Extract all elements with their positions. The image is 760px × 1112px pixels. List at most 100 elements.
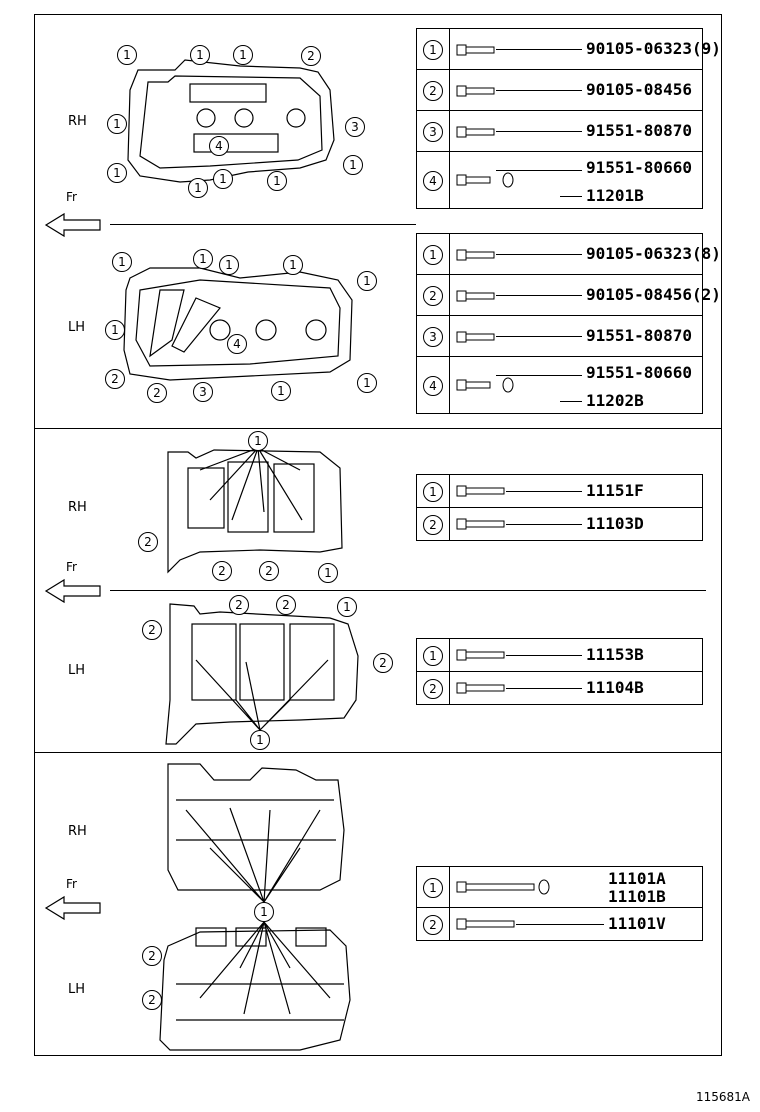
legend-number: 3	[423, 326, 443, 347]
bolt-icon	[456, 126, 495, 138]
part-number: 11101A	[608, 869, 666, 888]
part-number: 91551-80660	[586, 158, 692, 177]
callout-marker: 2	[212, 561, 232, 581]
callout-marker: 2	[373, 653, 393, 673]
callout-marker: 1	[190, 45, 210, 65]
part-number: 11202B	[586, 391, 644, 410]
bolt-icon	[456, 249, 495, 261]
part-number: 91551-80870	[586, 121, 692, 140]
rh-label: RH	[68, 500, 87, 515]
callout-marker: 1	[188, 178, 208, 198]
callout-marker: 1	[112, 252, 132, 272]
bolt-washer-icon	[456, 172, 514, 188]
callout-marker: 4	[227, 334, 247, 354]
callout-marker: 1	[107, 114, 127, 134]
callout-marker: 2	[147, 383, 167, 403]
section-divider	[34, 428, 722, 429]
bolt-icon	[456, 485, 505, 497]
bolt-icon	[456, 290, 495, 302]
callout-marker: 3	[193, 382, 213, 402]
bolt-icon	[456, 518, 505, 530]
part-number: 90105-06323(8)	[586, 244, 721, 263]
legend-number: 2	[423, 678, 443, 699]
callout-marker: 2	[142, 620, 162, 640]
part-number: 91551-80870	[586, 326, 692, 345]
front-label: Fr	[66, 190, 77, 204]
part-number: 11201B	[586, 186, 644, 205]
callout-marker: 2	[105, 369, 125, 389]
front-label: Fr	[66, 560, 77, 574]
legend-number: 3	[423, 121, 443, 142]
separator-line	[110, 224, 416, 225]
legend-number: 2	[423, 914, 443, 935]
legend-table-rh-cover: 1 90105-06323(9) 2 90105-08456 3 91551-8…	[416, 28, 721, 209]
callout-marker: 2	[229, 595, 249, 615]
callout-marker: 1	[219, 255, 239, 275]
part-number: 11103D	[586, 514, 644, 533]
part-number: 90105-08456	[586, 80, 692, 99]
callout-marker: 4	[209, 136, 229, 156]
legend-number: 2	[423, 80, 443, 101]
part-number: 90105-08456(2)	[586, 285, 721, 304]
front-arrow-icon	[44, 895, 101, 921]
front-label: Fr	[66, 877, 77, 891]
part-number: 11151F	[586, 481, 644, 500]
bolt-icon	[456, 649, 505, 661]
callout-marker: 2	[138, 532, 158, 552]
lh-label: LH	[68, 663, 86, 678]
legend-number: 1	[423, 645, 443, 666]
callout-marker: 2	[142, 946, 162, 966]
lh-label: LH	[68, 320, 86, 335]
callout-marker: 2	[276, 595, 296, 615]
legend-number: 1	[423, 877, 443, 898]
callout-marker: 1	[105, 320, 125, 340]
part-number: 91551-80660	[586, 363, 692, 382]
callout-marker: 2	[142, 990, 162, 1010]
bolt-icon	[456, 682, 505, 694]
part-number: 11153B	[586, 645, 644, 664]
legend-number: 2	[423, 285, 443, 306]
front-arrow-icon	[44, 578, 101, 604]
callout-marker: 1	[267, 171, 287, 191]
legend-number: 1	[423, 39, 443, 60]
callout-marker: 1	[107, 163, 127, 183]
callout-marker: 2	[259, 561, 279, 581]
section-divider	[34, 752, 722, 753]
callout-marker: 1	[254, 902, 274, 922]
bolt-icon	[456, 44, 495, 56]
callout-marker: 1	[213, 169, 233, 189]
part-number: 90105-06323(9)	[586, 39, 721, 58]
part-number: 11104B	[586, 678, 644, 697]
legend-number: 1	[423, 481, 443, 502]
callout-marker: 1	[233, 45, 253, 65]
legend-number: 4	[423, 375, 443, 396]
legend-number: 2	[423, 514, 443, 535]
callout-marker: 3	[345, 117, 365, 137]
bolt-washer-icon	[456, 377, 514, 393]
callout-marker: 1	[248, 431, 268, 451]
callout-marker: 1	[318, 563, 338, 583]
legend-table-lh-lower: 1 11153B 2 11104B	[416, 638, 703, 705]
callout-marker: 1	[343, 155, 363, 175]
diagram-frame	[34, 14, 722, 1056]
callout-marker: 2	[301, 46, 321, 66]
legend-number: 1	[423, 244, 443, 265]
callout-marker: 1	[357, 271, 377, 291]
callout-marker: 1	[193, 249, 213, 269]
callout-marker: 1	[337, 597, 357, 617]
bolt-icon	[456, 331, 495, 343]
separator-line	[110, 590, 706, 591]
callout-marker: 1	[357, 373, 377, 393]
lh-label: LH	[68, 982, 86, 997]
diagram-code: 115681A	[695, 1090, 750, 1104]
callout-marker: 1	[117, 45, 137, 65]
part-number: 11101B	[608, 887, 666, 906]
callout-marker: 1	[283, 255, 303, 275]
front-arrow-icon	[44, 212, 101, 238]
bolt-icon	[456, 85, 495, 97]
bolt-washer-icon	[456, 879, 550, 895]
callout-marker: 1	[250, 730, 270, 750]
legend-number: 4	[423, 170, 443, 191]
